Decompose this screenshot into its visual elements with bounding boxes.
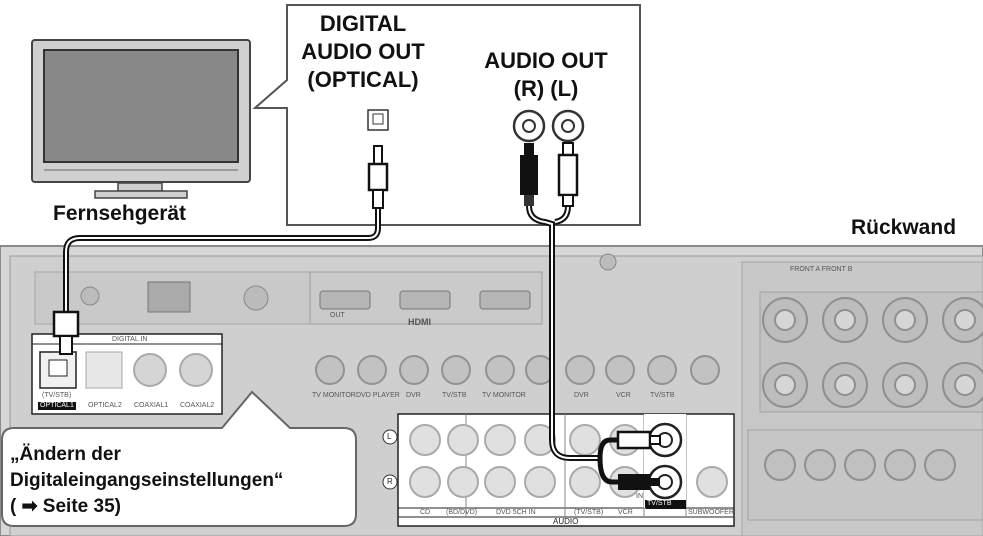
video-col-6: DVR xyxy=(574,392,589,399)
optical1-sub: (TV/STB) xyxy=(42,392,72,399)
audio-col-3: DVD 5CH IN xyxy=(496,509,536,516)
optical2-label: OPTICAL2 xyxy=(88,402,122,409)
audio-in-panel xyxy=(397,413,735,527)
digital-audio-out-line3: (OPTICAL) xyxy=(307,67,419,92)
hdmi-logo: HDMI xyxy=(408,317,431,327)
digital-in-title: DIGITAL IN xyxy=(112,336,148,343)
settings-callout-text: „Ändern der Digitaleingangseinstellungen… xyxy=(10,442,283,520)
audio-in-label: IN xyxy=(636,493,643,500)
speaker-terminals xyxy=(762,297,983,408)
audio-col-7: SUBWOOFER xyxy=(688,509,734,516)
callout-line3: ( ➡ Seite 35) xyxy=(10,496,121,517)
callout-line1: „Ändern der xyxy=(10,444,121,465)
hdmi-ports xyxy=(309,271,543,325)
callout-line2: Digitaleingangseinstellungen“ xyxy=(10,470,284,491)
audio-col-4: (TV/STB) xyxy=(574,509,604,516)
audio-title: AUDIO xyxy=(553,517,579,526)
audio-col-1: CD xyxy=(420,509,431,516)
video-col-3: DVR xyxy=(406,392,421,399)
coaxial2-label: COAXIAL2 xyxy=(180,402,215,409)
digital-audio-out-label: DIGITAL AUDIO OUT (OPTICAL) xyxy=(288,10,438,94)
tv-illustration xyxy=(31,39,251,199)
digital-audio-out-line2: AUDIO OUT xyxy=(301,39,425,64)
settings-callout-bubble xyxy=(1,390,357,527)
tv-output-callout xyxy=(252,4,641,226)
optical-cable xyxy=(52,145,389,355)
audio-col-2: (BD/DVD) xyxy=(446,509,478,516)
hdmi-out-label: OUT xyxy=(330,312,345,319)
audio-out-line2: (R) (L) xyxy=(513,76,579,101)
left-channel-mark: L xyxy=(387,432,392,441)
rear-panel-label: Rückwand xyxy=(851,216,957,239)
video-jacks xyxy=(315,355,720,385)
video-col-5: TV MONITOR xyxy=(482,392,526,399)
coaxial1-label: COAXIAL1 xyxy=(134,402,169,409)
video-col-2: DVD PLAYER xyxy=(356,392,400,399)
video-col-7: VCR xyxy=(616,392,631,399)
tv-label: Fernsehgerät xyxy=(53,202,187,225)
right-channel-mark: R xyxy=(387,477,393,486)
rca-audio-cable xyxy=(520,142,661,490)
audio-col-6: TV/STB xyxy=(645,500,674,508)
video-col-4: TV/STB xyxy=(442,392,467,399)
audio-out-line1: AUDIO OUT xyxy=(484,48,608,73)
audio-out-label: AUDIO OUT (R) (L) xyxy=(466,47,626,103)
front-speaker-label: FRONT A FRONT B xyxy=(790,266,853,273)
optical1-label: OPTICAL1 xyxy=(38,402,76,410)
digital-audio-out-line1: DIGITAL xyxy=(319,11,407,36)
video-col-1: TV MONITOR xyxy=(312,392,356,399)
audio-col-5: VCR xyxy=(618,509,633,516)
video-col-8: TV/STB xyxy=(650,392,675,399)
